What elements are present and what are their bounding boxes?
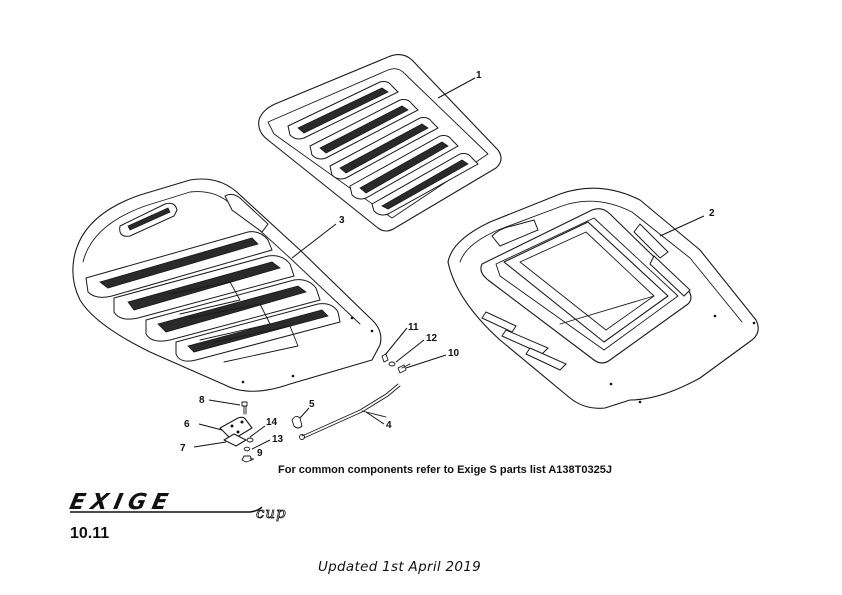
part-10-screw bbox=[397, 363, 411, 374]
part-5-clip bbox=[291, 415, 303, 429]
callout-7: 7 bbox=[180, 443, 186, 454]
leader-13 bbox=[251, 439, 271, 450]
leader-lines bbox=[193, 77, 705, 460]
part-2-vent-surround bbox=[447, 187, 759, 409]
leader-8 bbox=[208, 399, 241, 406]
reference-note: For common components refer to Exige S p… bbox=[278, 464, 612, 476]
callout-11: 11 bbox=[408, 322, 419, 333]
callout-2: 2 bbox=[709, 208, 715, 219]
leader-3 bbox=[291, 223, 337, 259]
part-7-hinge-plate bbox=[223, 433, 247, 447]
callout-1: 1 bbox=[476, 70, 482, 81]
updated-date: Updated 1st April 2019 bbox=[318, 559, 482, 575]
callout-9: 9 bbox=[257, 448, 263, 459]
callout-6: 6 bbox=[184, 419, 190, 430]
callout-labels: 1 2 3 4 5 6 7 8 9 10 11 12 13 14 bbox=[180, 70, 715, 459]
leader-7 bbox=[193, 441, 227, 448]
logo-swoosh bbox=[70, 506, 263, 513]
leader-6 bbox=[198, 423, 223, 431]
part-9-nut bbox=[241, 455, 253, 463]
leader-14 bbox=[249, 425, 266, 438]
callout-8: 8 bbox=[199, 395, 205, 406]
callout-10: 10 bbox=[448, 348, 460, 359]
leader-4 bbox=[365, 411, 385, 425]
callout-14: 14 bbox=[266, 417, 278, 428]
callout-3: 3 bbox=[339, 215, 345, 226]
leader-11 bbox=[384, 327, 408, 356]
part-1-louvre-panel bbox=[258, 54, 502, 232]
part-4-prop-rod bbox=[299, 383, 401, 440]
part-13-washer bbox=[243, 446, 251, 452]
leader-1 bbox=[437, 77, 476, 99]
callout-4: 4 bbox=[386, 420, 392, 431]
part-12-washer bbox=[388, 361, 396, 367]
callout-13: 13 bbox=[272, 434, 284, 445]
logo-subtitle: cup bbox=[256, 504, 287, 523]
leader-2 bbox=[659, 215, 705, 237]
part-6-hinge bbox=[219, 416, 253, 441]
leader-5 bbox=[299, 407, 310, 419]
leader-10 bbox=[405, 354, 447, 369]
part-11-bolt bbox=[381, 353, 389, 363]
part-3-engine-cover bbox=[72, 178, 382, 392]
part-14-nut bbox=[246, 437, 254, 443]
callout-5: 5 bbox=[309, 399, 315, 410]
callout-12: 12 bbox=[426, 333, 438, 344]
part-8-bolt bbox=[241, 401, 248, 415]
leader-12 bbox=[395, 339, 425, 363]
page-number: 10.11 bbox=[70, 525, 110, 542]
logo-wordmark: EXIGE bbox=[67, 490, 176, 515]
